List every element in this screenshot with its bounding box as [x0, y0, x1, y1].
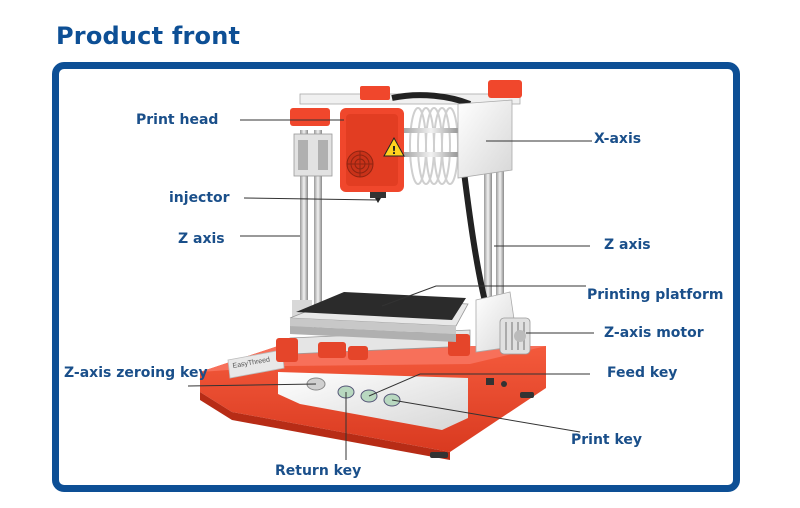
brand-plate	[227, 349, 285, 379]
usb-port	[486, 378, 494, 385]
label-feed-key: Feed key	[607, 365, 678, 381]
label-printing-platform: Printing platform	[587, 287, 724, 303]
leader-feed-key	[368, 373, 590, 397]
label-return-key: Return key	[275, 463, 362, 479]
label-z-axis-right: Z axis	[604, 237, 651, 253]
fan-icon	[346, 150, 374, 178]
leader-printing-platform	[381, 285, 586, 307]
label-x-axis: X-axis	[594, 131, 642, 147]
z-axis-left-column	[290, 108, 333, 330]
leader-z-axis-zeroing-key	[187, 383, 317, 387]
page-title: Product front	[56, 22, 241, 50]
printer-base: EasyThreed	[200, 346, 546, 460]
label-print-key: Print key	[571, 432, 643, 448]
leader-injector	[243, 197, 379, 201]
printing-platform	[289, 292, 469, 342]
warning-icon: !	[383, 136, 405, 157]
x-axis-motor	[457, 99, 513, 179]
svg-text:!: !	[391, 144, 396, 157]
power-port	[501, 381, 507, 387]
leader-print-key	[391, 399, 581, 433]
label-z-axis-zeroing-key: Z-axis zeroing key	[64, 365, 208, 381]
leader-lines	[187, 119, 594, 460]
label-z-axis-left: Z axis	[178, 231, 225, 247]
injector-nozzle	[370, 192, 386, 198]
z-axis-motor	[499, 317, 531, 355]
label-print-head: Print head	[136, 112, 219, 128]
print-head: !	[340, 108, 405, 203]
label-injector: injector	[169, 190, 230, 206]
x-axis-gantry	[299, 80, 522, 185]
label-z-axis-motor: Z-axis motor	[604, 325, 704, 341]
